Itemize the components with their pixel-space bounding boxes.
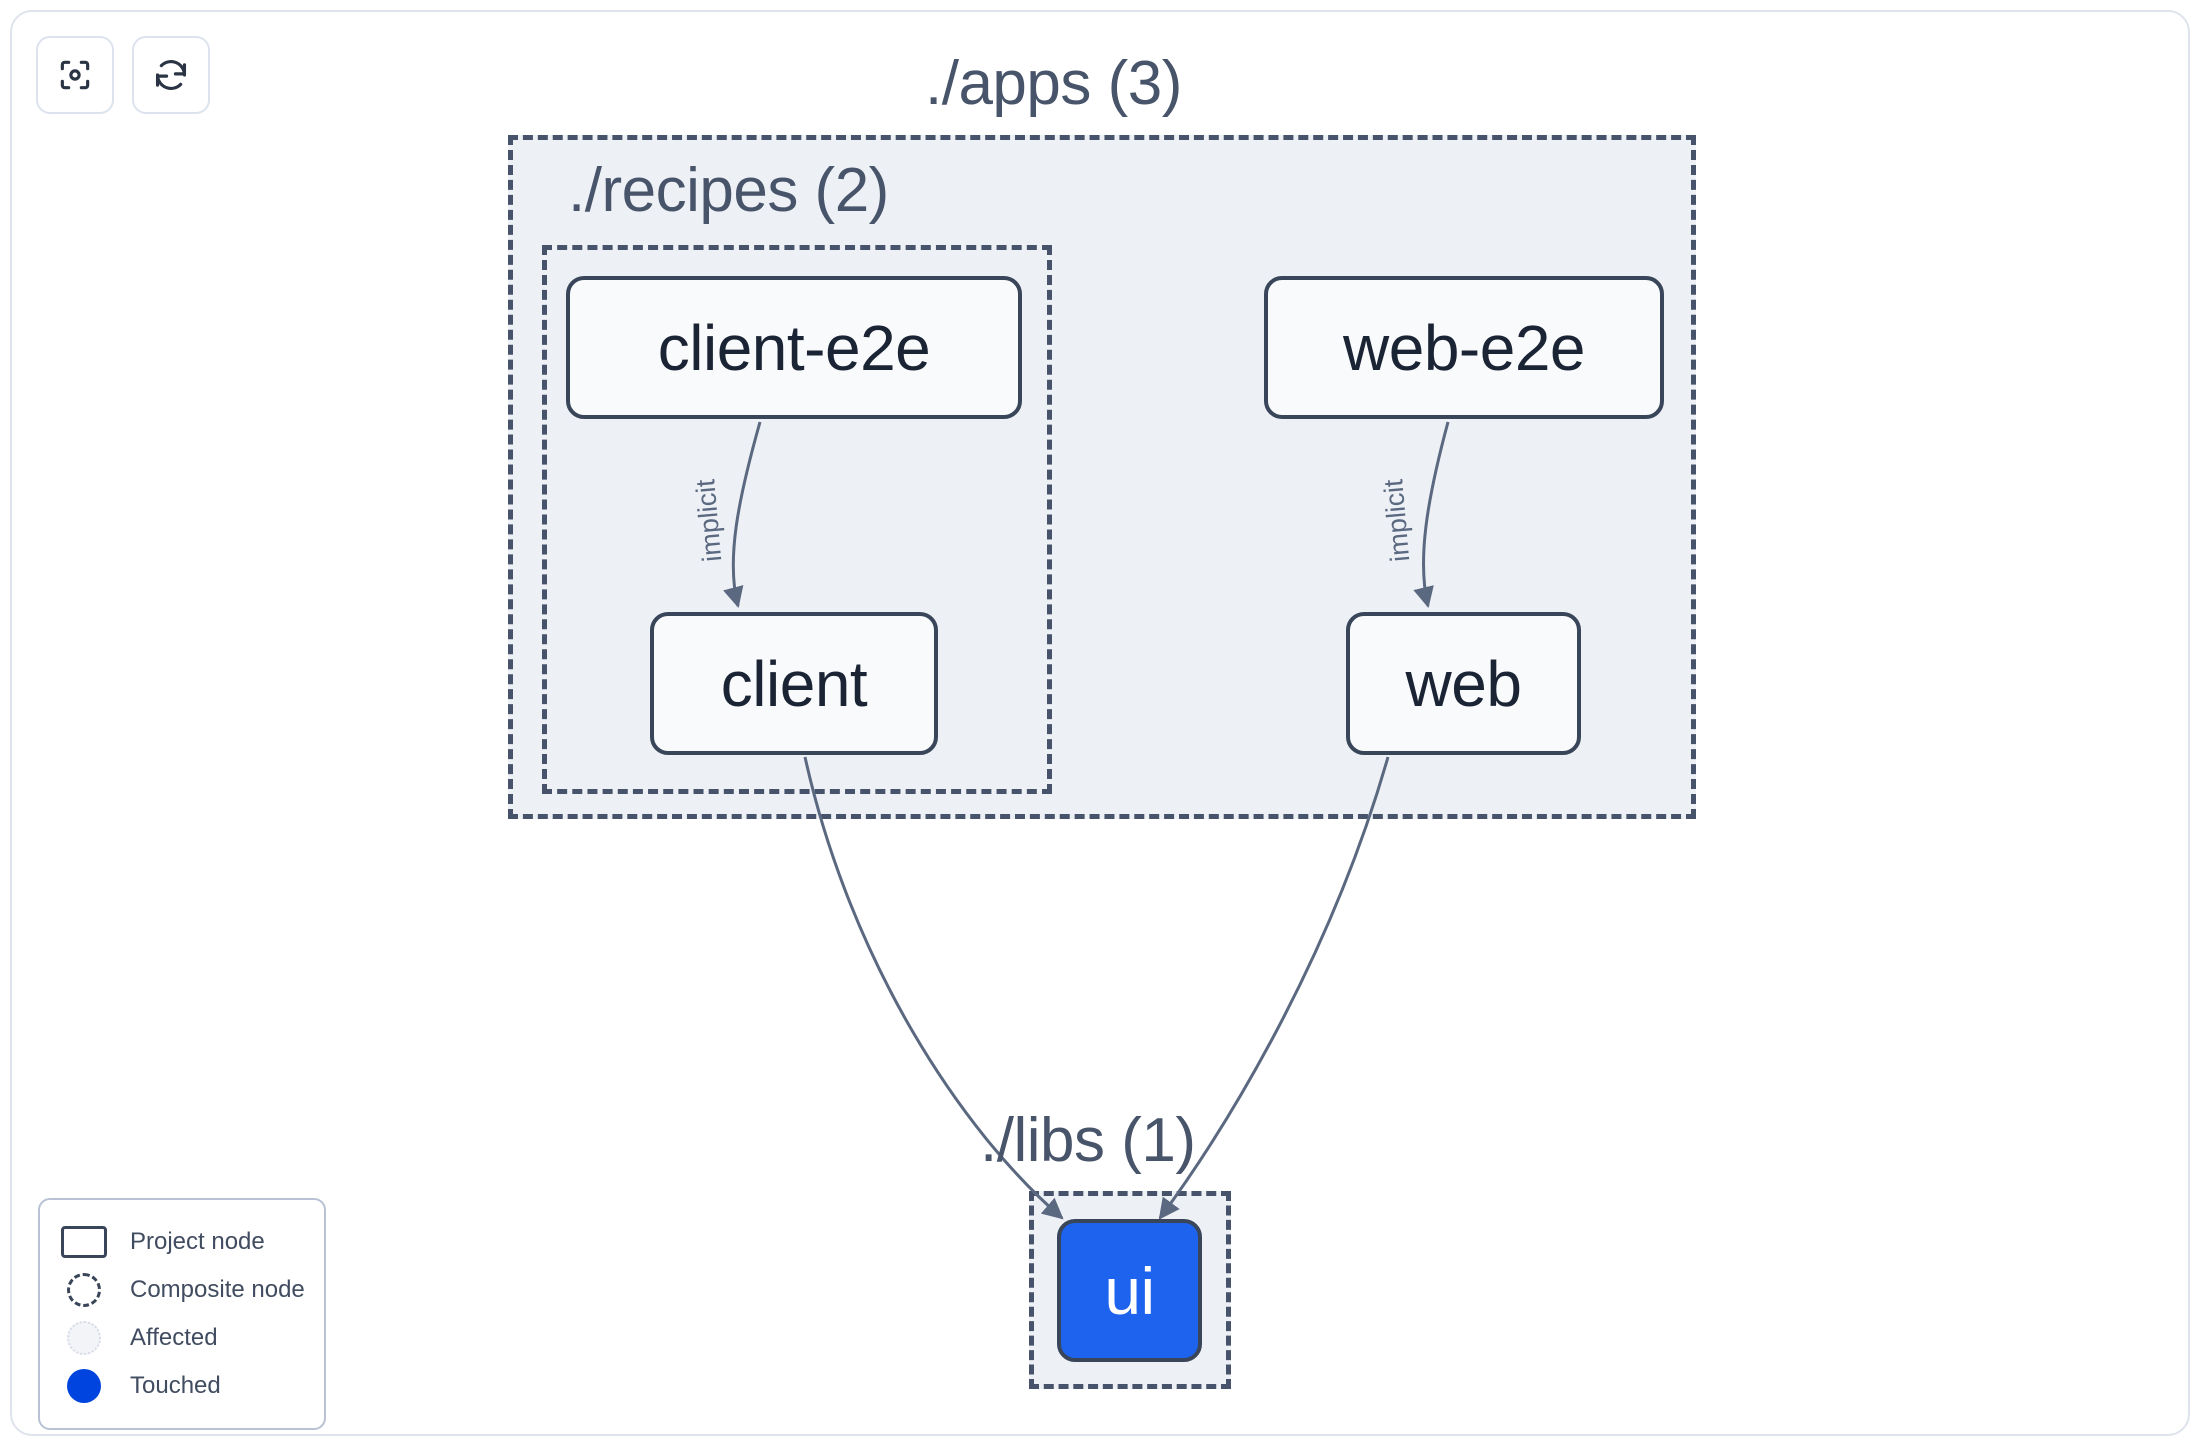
project-node-web[interactable]: web <box>1346 612 1581 755</box>
project-node-swatch-icon <box>60 1225 108 1259</box>
refresh-icon <box>152 56 190 94</box>
project-node-client-e2e[interactable]: client-e2e <box>566 276 1022 419</box>
affected-swatch-icon <box>60 1321 108 1355</box>
refresh-graph-button[interactable] <box>132 36 210 114</box>
graph-legend: Project node Composite node Affected Tou… <box>38 1198 326 1430</box>
project-node-web-e2e[interactable]: web-e2e <box>1264 276 1664 419</box>
group-label-recipes: ./recipes (2) <box>568 156 889 225</box>
legend-item-composite-node: Composite node <box>60 1266 305 1314</box>
graph-toolbar <box>36 36 210 114</box>
legend-item-project-node: Project node <box>60 1218 304 1266</box>
focus-graph-button[interactable] <box>36 36 114 114</box>
legend-label-project-node: Project node <box>130 1228 265 1255</box>
composite-node-swatch-icon <box>60 1273 108 1307</box>
project-node-client[interactable]: client <box>650 612 938 755</box>
group-label-apps: ./apps (3) <box>925 49 1182 118</box>
group-label-libs: ./libs (1) <box>980 1106 1196 1175</box>
legend-label-affected: Affected <box>130 1324 218 1351</box>
legend-label-touched: Touched <box>130 1372 221 1399</box>
legend-label-composite-node: Composite node <box>130 1276 305 1303</box>
legend-item-affected: Affected <box>60 1314 304 1362</box>
legend-item-touched: Touched <box>60 1362 304 1410</box>
touched-swatch-icon <box>60 1369 108 1403</box>
focus-icon <box>56 56 94 94</box>
project-node-ui[interactable]: ui <box>1057 1219 1202 1362</box>
